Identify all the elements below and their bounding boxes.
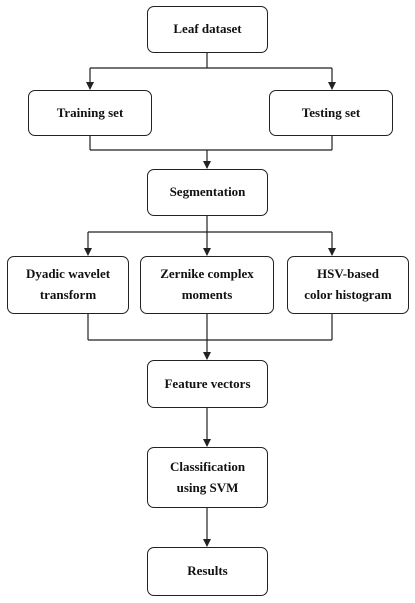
- node-zernike-moments: Zernike complex moments: [140, 256, 274, 314]
- node-testing-set-label: Testing set: [301, 104, 361, 120]
- node-zernike-moments-label: Zernike complex moments: [160, 266, 254, 302]
- node-leaf-dataset-label: Leaf dataset: [173, 21, 242, 37]
- node-training-set: Training set: [28, 90, 152, 136]
- node-dyadic-wavelet: Dyadic wavelet transform: [7, 256, 129, 314]
- node-classification: Classification using SVM: [147, 447, 268, 508]
- node-training-set-label: Training set: [56, 104, 124, 120]
- node-classification-label: Classification using SVM: [169, 458, 246, 495]
- node-hsv-histogram-label: HSV-based color histogram: [304, 266, 392, 302]
- node-feature-vectors-label: Feature vectors: [164, 375, 251, 391]
- node-testing-set: Testing set: [269, 90, 393, 136]
- node-segmentation-label: Segmentation: [169, 184, 246, 200]
- node-results-label: Results: [187, 563, 228, 579]
- node-results: Results: [147, 547, 268, 596]
- node-segmentation: Segmentation: [147, 169, 268, 216]
- node-dyadic-wavelet-label: Dyadic wavelet transform: [25, 266, 111, 302]
- node-hsv-histogram: HSV-based color histogram: [287, 256, 409, 314]
- node-feature-vectors: Feature vectors: [147, 360, 268, 408]
- node-leaf-dataset: Leaf dataset: [147, 6, 268, 53]
